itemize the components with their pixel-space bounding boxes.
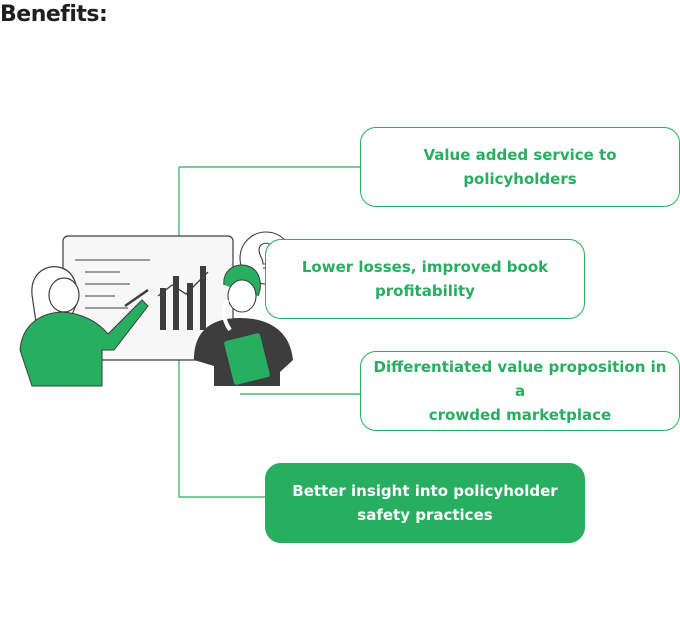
benefit-text-line: Differentiated value proposition in a bbox=[373, 358, 667, 400]
benefit-text-line: Better insight into policyholder bbox=[292, 482, 558, 500]
benefit-text-line: Lower losses, improved book bbox=[301, 258, 549, 276]
benefit-box-lower-losses: Lower losses, improved book profitabilit… bbox=[265, 239, 585, 319]
benefit-text-line: crowded marketplace bbox=[428, 406, 612, 424]
benefit-box-better-insight: Better insight into policyholder safety … bbox=[265, 463, 585, 543]
benefit-box-differentiated-value: Differentiated value proposition in a cr… bbox=[360, 351, 680, 431]
benefit-text-line: Value added service to bbox=[423, 146, 617, 164]
benefit-text-line: safety practices bbox=[357, 506, 493, 524]
benefit-box-value-added-service: Value added service to policyholders bbox=[360, 127, 680, 207]
benefit-text-line: policyholders bbox=[463, 170, 577, 188]
benefit-text-line: profitability bbox=[375, 282, 475, 300]
page-heading: Benefits: bbox=[0, 2, 108, 27]
